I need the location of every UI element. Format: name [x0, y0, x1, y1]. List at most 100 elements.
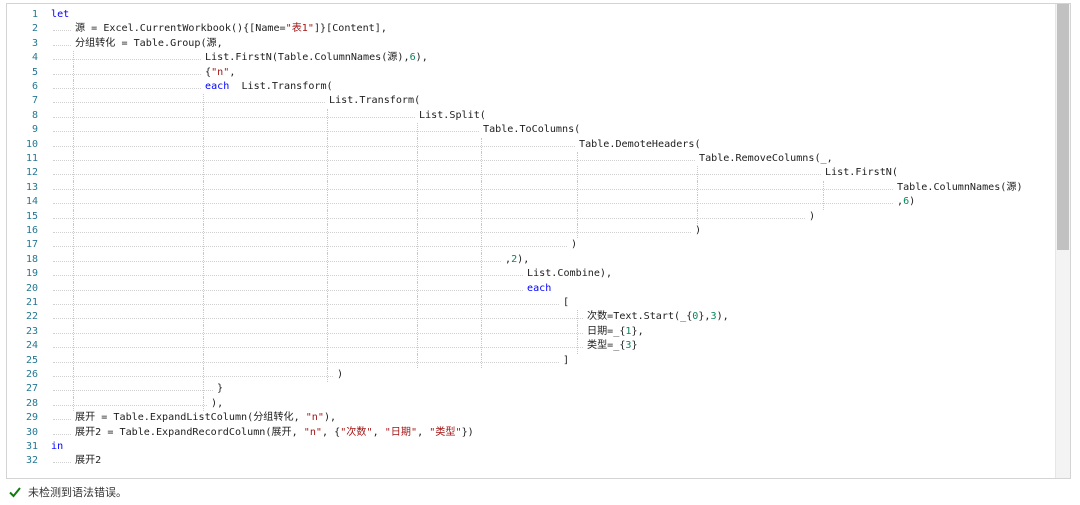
code-token: ,	[505, 253, 512, 265]
indent-leader	[53, 289, 523, 291]
code-line[interactable]: Table.ToColumns(	[483, 123, 580, 137]
syntax-status-bar: 未检测到语法错误。	[8, 484, 127, 500]
code-line[interactable]: let	[51, 8, 69, 22]
code-line[interactable]: )	[809, 210, 815, 224]
code-token: Table.DemoteHeaders(	[579, 138, 701, 150]
code-line[interactable]: }	[217, 382, 223, 396]
code-token: 展开2 = Table.ExpandRecordColumn(展开,	[75, 426, 304, 438]
code-line[interactable]: )	[571, 238, 577, 252]
vertical-scrollbar-thumb[interactable]	[1057, 4, 1069, 250]
indent-leader	[53, 145, 575, 147]
code-line[interactable]: 展开2 = Table.ExpandRecordColumn(展开, "n", …	[75, 426, 474, 440]
indent-leader	[53, 332, 583, 334]
line-number: 10	[25, 138, 38, 150]
indent-guide	[203, 382, 204, 397]
indent-guide	[203, 252, 204, 268]
indent-guide	[327, 267, 328, 282]
code-line[interactable]: 日期=_{1},	[587, 325, 644, 339]
code-line[interactable]: ),	[211, 397, 223, 411]
indent-leader	[53, 462, 71, 464]
code-line[interactable]: [	[563, 296, 569, 310]
code-line[interactable]: ]	[563, 354, 569, 368]
code-token: List.Split(	[419, 109, 486, 121]
indent-guide	[203, 310, 204, 325]
code-line[interactable]: each	[527, 282, 551, 296]
number-token: 1	[625, 325, 632, 337]
code-line[interactable]: )	[337, 368, 343, 382]
indent-guide	[73, 238, 74, 253]
code-line[interactable]: 次数=Text.Start(_{0},3),	[587, 310, 729, 324]
string-token: "次数"	[340, 426, 373, 438]
indent-leader	[53, 390, 213, 392]
line-number: 2	[31, 23, 38, 35]
code-line[interactable]: List.Split(	[419, 109, 486, 123]
code-line[interactable]: ,6)	[897, 195, 915, 209]
code-token: Table.ColumnNames(源)	[897, 181, 1023, 193]
code-line[interactable]: 分组转化 = Table.Group(源,	[75, 37, 223, 51]
indent-guide	[73, 166, 74, 181]
code-line[interactable]: Table.DemoteHeaders(	[579, 138, 701, 152]
code-line[interactable]: 展开2	[75, 454, 101, 468]
code-token: 类型=_{	[587, 340, 626, 352]
keyword-token: in	[51, 441, 64, 452]
line-number: 15	[25, 210, 38, 222]
indent-guide	[417, 252, 418, 268]
indent-leader	[53, 203, 893, 205]
code-line[interactable]: )	[695, 224, 701, 238]
code-token: }	[217, 383, 224, 395]
line-number: 3	[31, 37, 38, 49]
indent-leader	[53, 260, 501, 262]
syntax-status-message: 未检测到语法错误。	[28, 486, 127, 499]
code-line[interactable]: in	[51, 440, 63, 454]
indent-leader	[53, 347, 583, 349]
code-token: 源 = Excel.CurrentWorkbook(){[Name=	[75, 23, 286, 35]
indent-guide	[481, 252, 482, 268]
vertical-scrollbar[interactable]	[1055, 4, 1070, 478]
indent-guide	[481, 209, 482, 224]
indent-leader	[53, 376, 333, 377]
string-token: "n"	[305, 412, 324, 424]
code-area[interactable]: let 源 = Excel.CurrentWorkbook(){[Name="表1…	[51, 4, 1054, 478]
indent-guide	[481, 137, 482, 152]
code-line[interactable]: List.FirstN(Table.ColumnNames(源),6),	[205, 51, 428, 65]
code-line[interactable]: List.Transform(	[329, 94, 420, 108]
number-token: 3	[710, 311, 717, 323]
code-line[interactable]: Table.ColumnNames(源)	[897, 181, 1023, 195]
code-line[interactable]: 类型=_{3}	[587, 339, 638, 353]
indent-guide	[481, 281, 482, 296]
code-line[interactable]: each List.Transform(	[205, 80, 333, 94]
indent-guide	[577, 195, 578, 210]
indent-guide	[73, 382, 74, 397]
line-number: 13	[25, 181, 38, 193]
indent-guide	[481, 353, 482, 368]
string-token: "日期"	[384, 426, 418, 438]
line-number: 16	[25, 225, 38, 236]
code-line[interactable]: List.Combine),	[527, 267, 612, 281]
indent-guide	[577, 339, 578, 354]
code-line[interactable]: List.FirstN(	[825, 166, 898, 180]
line-number: 12	[25, 167, 38, 179]
indent-guide	[73, 310, 74, 325]
line-number: 19	[25, 268, 38, 280]
indent-guide	[203, 108, 204, 124]
indent-leader	[53, 433, 71, 435]
code-line[interactable]: 源 = Excel.CurrentWorkbook(){[Name="表1"]}…	[75, 22, 387, 36]
indent-guide	[417, 238, 418, 253]
indent-leader	[53, 131, 479, 133]
indent-guide	[203, 296, 204, 311]
indent-guide	[203, 353, 204, 368]
code-token: 分组转化 = Table.Group(源,	[75, 37, 223, 49]
code-line[interactable]: {"n",	[205, 66, 235, 80]
code-line[interactable]: ,2),	[505, 253, 529, 267]
code-line[interactable]: Table.RemoveColumns(_,	[699, 152, 833, 166]
number-token: 3	[625, 340, 632, 352]
line-number: 18	[25, 253, 38, 265]
indent-guide	[417, 281, 418, 296]
line-number: 28	[25, 397, 38, 409]
indent-guide	[327, 137, 328, 152]
code-token: List.Transform(	[329, 95, 421, 107]
code-token: ),	[415, 52, 428, 64]
line-number: 22	[25, 311, 38, 323]
code-line[interactable]: 展开 = Table.ExpandListColumn(分组转化, "n"),	[75, 411, 336, 425]
